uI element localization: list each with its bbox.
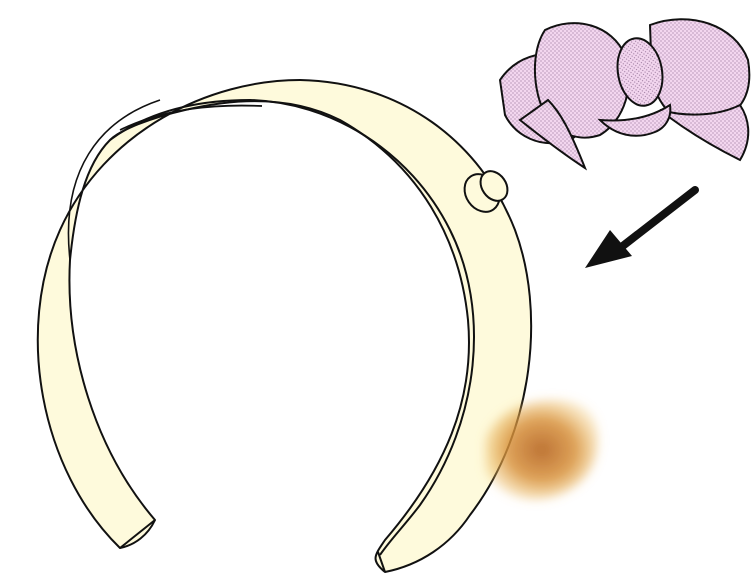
arrow-icon [585,190,695,268]
bow-icon [500,19,749,168]
headband-icon [38,80,531,572]
